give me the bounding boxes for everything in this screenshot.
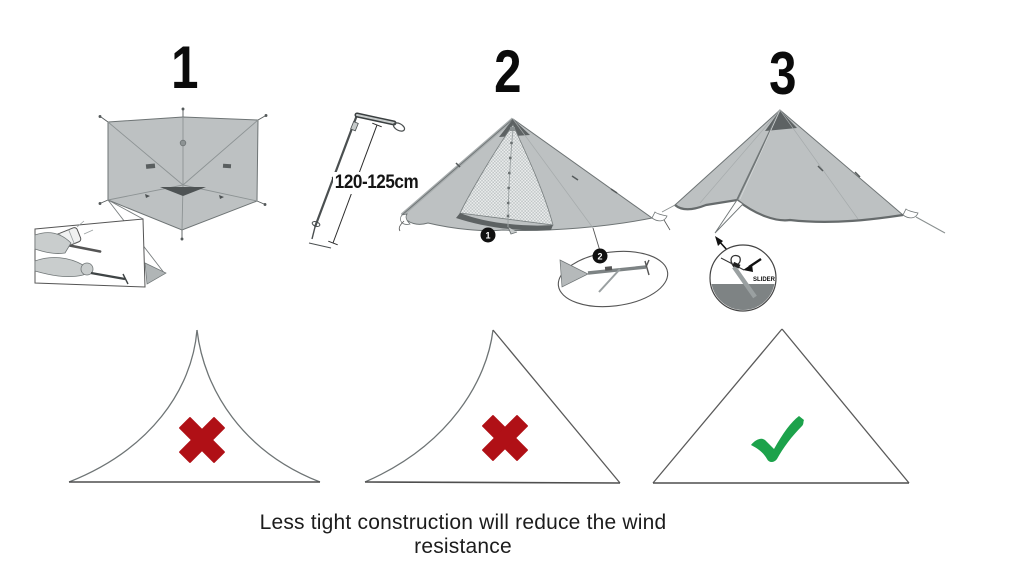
right-panel-seam <box>512 118 594 229</box>
hands <box>34 232 94 278</box>
impact-lines <box>76 220 94 235</box>
cross-mark <box>179 417 225 463</box>
step-3-number: 3 <box>769 40 796 107</box>
stake-detail-inset: 2 <box>557 248 669 308</box>
corner-ties <box>98 107 268 241</box>
tie-points <box>455 162 618 194</box>
logo-patch-left <box>145 163 156 169</box>
center-grommet <box>179 139 187 147</box>
stake-icon <box>90 271 129 285</box>
cross-mark <box>482 415 528 461</box>
check-mark <box>751 416 804 462</box>
tent-pitched-illustration: SLIDER <box>661 109 946 312</box>
footprint-staking-illustration <box>34 107 268 288</box>
caption: Less tight construction will reduce the … <box>259 511 667 558</box>
pole-strap <box>392 122 406 132</box>
tent-corner-zoom <box>559 259 589 288</box>
slider-detail-inset: SLIDER <box>709 244 777 312</box>
stake-rod <box>732 265 757 299</box>
svg-text:2: 2 <box>597 252 602 262</box>
stake-badge: 2 <box>592 248 608 264</box>
mesh-door <box>459 124 554 226</box>
ground-tick <box>308 242 332 249</box>
footprint-pocket <box>160 187 206 196</box>
door-zipper <box>506 127 518 235</box>
slider-arrow <box>743 258 762 272</box>
svg-text:1: 1 <box>485 231 490 241</box>
logo-patch-right <box>222 163 232 169</box>
pointer-arrow <box>715 236 729 252</box>
tight-triangle-right <box>652 328 910 484</box>
corner-flaps <box>398 211 671 232</box>
guy-cord <box>720 257 745 271</box>
step-2-number: 2 <box>494 38 521 105</box>
slider-piece <box>732 261 741 269</box>
sag-triangle-wrong-1 <box>68 329 321 483</box>
right-corner <box>902 208 946 234</box>
pole-length-label: 120-125cm <box>333 172 421 194</box>
sag-triangle-wrong-2 <box>364 329 621 484</box>
trekking-pole-illustration <box>308 112 406 249</box>
panel-creases <box>699 109 859 220</box>
step-1-number: 1 <box>171 34 198 101</box>
door-badge: 1 <box>480 227 496 243</box>
stake-rod <box>587 265 647 275</box>
footprint-seams <box>107 117 259 231</box>
stake-guyline <box>592 227 601 252</box>
front-seam-pole <box>736 109 781 201</box>
staking-inset <box>34 218 146 288</box>
pole <box>308 112 406 249</box>
corner-guy-flap <box>714 199 744 234</box>
stake-hook <box>730 254 741 268</box>
stake-tip <box>598 268 621 293</box>
tie-points <box>817 165 861 178</box>
tent-open-door-illustration: 1 2 <box>398 117 671 308</box>
hem-band <box>674 198 904 223</box>
slider-label: SLIDER <box>753 277 776 283</box>
bathtub-floor-edge <box>456 213 553 231</box>
left-corner-cord <box>661 204 676 213</box>
